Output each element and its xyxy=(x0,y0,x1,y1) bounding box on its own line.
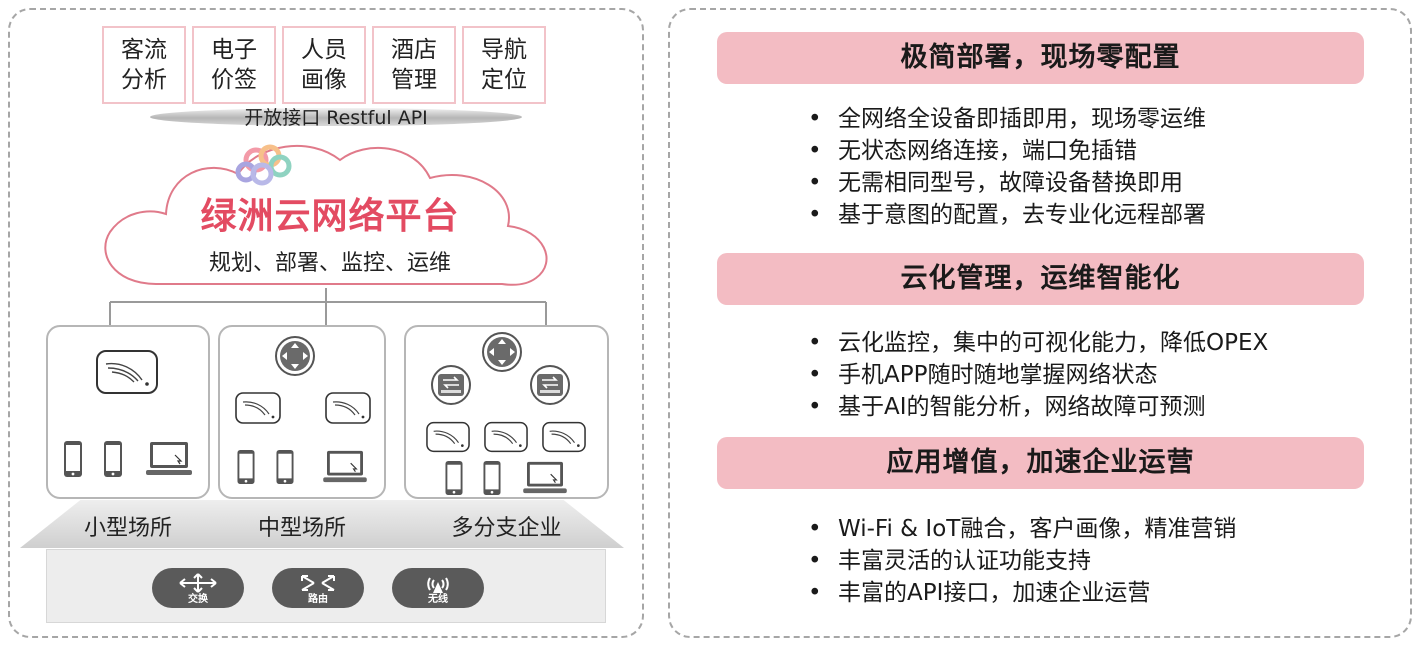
app-label: 导航定位 xyxy=(481,37,527,93)
smartphone-icon xyxy=(64,441,82,477)
access-point-icon xyxy=(426,421,470,453)
section-title-value-added: 应用增值，加速企业运营 xyxy=(717,437,1364,489)
network-type-switch: 交换 xyxy=(152,568,244,608)
app-label: 电子价签 xyxy=(211,37,257,93)
smartphone-icon xyxy=(445,460,463,496)
bullet-item: 无需相同型号，故障设备替换即用 xyxy=(808,167,1206,199)
access-point-icon xyxy=(484,421,528,453)
laptop-icon xyxy=(323,450,367,483)
section-title-cloud-management: 云化管理，运维智能化 xyxy=(717,253,1364,305)
platform-name: 绿洲云网络平台 xyxy=(200,196,460,237)
network-type-wireless: 无线 xyxy=(392,568,484,608)
network-type-label: 无线 xyxy=(428,594,448,605)
app-label: 客流分析 xyxy=(121,37,167,93)
access-point-icon xyxy=(235,392,281,424)
router-icon xyxy=(275,336,315,376)
network-type-label: 路由 xyxy=(308,594,328,605)
access-point-icon xyxy=(96,350,158,394)
bullet-item: 丰富灵活的认证功能支持 xyxy=(808,545,1236,577)
network-type-router: 路由 xyxy=(272,568,364,608)
oasis-logo-icon xyxy=(235,144,292,186)
site-label-multi-branch: 多分支企业 xyxy=(451,516,562,541)
app-box-hotel-management: 酒店管理 xyxy=(372,26,456,104)
app-label: 酒店管理 xyxy=(391,37,437,93)
cloud-shape xyxy=(104,144,548,286)
tree-connector-lines xyxy=(109,288,547,325)
switch-icon xyxy=(431,365,471,405)
bullet-item: 云化监控，集中的可视化能力，降低OPEX xyxy=(808,327,1268,359)
app-box-navigation: 导航定位 xyxy=(462,26,546,104)
app-box-person-profile: 人员画像 xyxy=(282,26,366,104)
wireless-icon xyxy=(427,577,449,593)
app-box-footfall-analysis: 客流分析 xyxy=(102,26,186,104)
bullet-item: 无状态网络连接，端口免插错 xyxy=(808,135,1206,167)
bullet-item: Wi-Fi & IoT融合，客户画像，精准营销 xyxy=(808,513,1236,545)
laptop-icon xyxy=(146,442,192,475)
site-label-medium: 中型场所 xyxy=(257,516,346,541)
app-label: 人员画像 xyxy=(301,37,347,93)
architecture-panel xyxy=(8,8,644,638)
section-title-deployment: 极简部署，现场零配置 xyxy=(717,32,1364,84)
smartphone-icon xyxy=(237,449,255,485)
platform-functions: 规划、部署、监控、运维 xyxy=(208,251,451,276)
bullet-item: 基于AI的智能分析，网络故障可预测 xyxy=(808,391,1268,423)
smartphone-icon xyxy=(104,441,122,477)
network-type-label: 交换 xyxy=(188,594,208,605)
access-point-icon xyxy=(325,392,371,424)
router-icon xyxy=(482,332,522,372)
bullet-item: 丰富的API接口，加速企业运营 xyxy=(808,577,1236,609)
api-layer-ellipse xyxy=(150,108,522,126)
bullet-list-deployment: 全网络全设备即插即用，现场零运维 无状态网络连接，端口免插错 无需相同型号，故障… xyxy=(808,103,1206,231)
benefits-panel xyxy=(668,8,1412,638)
api-label: 开放接口 Restful API xyxy=(244,107,428,129)
bullet-list-value-added: Wi-Fi & IoT融合，客户画像，精准营销 丰富灵活的认证功能支持 丰富的A… xyxy=(808,513,1236,609)
router-icon xyxy=(301,575,335,591)
site-label-small: 小型场所 xyxy=(83,516,172,541)
switch-icon xyxy=(530,365,570,405)
switch-icon xyxy=(179,573,217,593)
site-platform-base xyxy=(20,500,624,548)
bullet-item: 全网络全设备即插即用，现场零运维 xyxy=(808,103,1206,135)
smartphone-icon xyxy=(483,460,501,496)
app-box-electronic-label: 电子价签 xyxy=(192,26,276,104)
bullet-item: 基于意图的配置，去专业化远程部署 xyxy=(808,199,1206,231)
bullet-item: 手机APP随时随地掌握网络状态 xyxy=(808,359,1268,391)
smartphone-icon xyxy=(276,449,294,485)
laptop-icon xyxy=(523,461,567,494)
access-point-icon xyxy=(542,421,586,453)
bullet-list-cloud-management: 云化监控，集中的可视化能力，降低OPEX 手机APP随时随地掌握网络状态 基于A… xyxy=(808,327,1268,423)
